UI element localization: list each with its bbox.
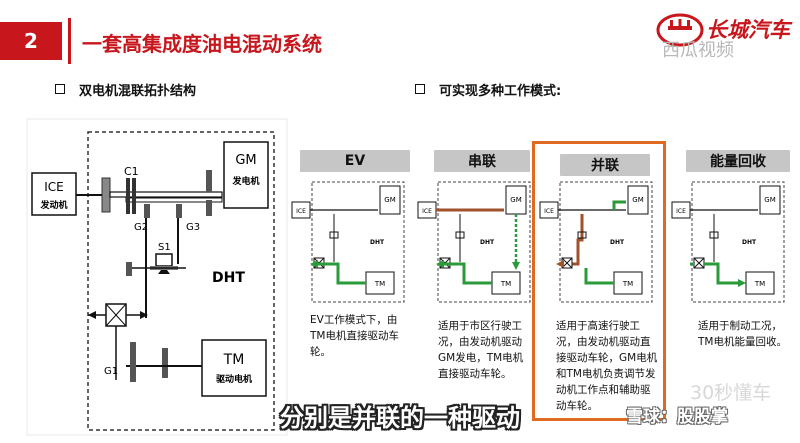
mode-parallel-desc: 适用于高速行驶工况，由发动机驱动直接驱动车轮，GM电机和TM电机负责调节发动机工… xyxy=(556,320,658,412)
square-bullet-icon xyxy=(415,84,425,94)
great-wall-logo-icon xyxy=(656,13,704,47)
gm-box xyxy=(223,141,269,209)
gm-sublabel: 发电机 xyxy=(231,175,259,187)
series-dht-label: DHT xyxy=(480,239,495,246)
mode-ev: EV xyxy=(290,150,420,172)
title-divider xyxy=(68,18,71,64)
mode-ev-diagram: ICE GM TM DHT xyxy=(291,181,405,303)
c1-label: C1 xyxy=(124,165,139,178)
mode-ev-label: EV xyxy=(300,150,410,172)
mode-regen-desc: 适用于制动工况，TM电机能量回收。 xyxy=(698,320,787,348)
dht-boundary xyxy=(87,131,275,431)
ice-label: ICE xyxy=(44,180,64,194)
tm-sublabel: 驱动电机 xyxy=(216,373,252,385)
s1-label: S1 xyxy=(158,242,171,253)
highlight-frame-parallel xyxy=(532,141,666,421)
topology-diagram: ICE 发动机 GM 发电机 TM 驱动电机 C1 G2 G3 S1 DHT G… xyxy=(26,118,288,436)
watermark-corner: 30秒懂车 xyxy=(690,382,772,404)
mode-regen: 能量回收 xyxy=(686,150,790,172)
parallel-tm-label: TM xyxy=(622,280,633,288)
tm-box xyxy=(201,339,267,397)
regen-ice-label: ICE xyxy=(676,208,686,215)
g2-label: G2 xyxy=(134,222,148,233)
mode-parallel: 并联 xyxy=(560,154,650,176)
square-bullet-icon xyxy=(55,84,65,94)
series-gm-label: GM xyxy=(510,196,521,204)
right-subtitle: 可实现多种工作模式: xyxy=(415,80,561,99)
video-subtitle: 分别是并联的一种驱动 xyxy=(280,404,520,432)
series-tm-label: TM xyxy=(500,280,511,288)
gm-label: GM xyxy=(235,153,256,168)
g3-label: G3 xyxy=(186,222,200,233)
mode-regen-diagram: ICE GM TM DHT xyxy=(671,181,785,303)
brand-name: 长城汽车 xyxy=(706,18,790,42)
dht-label: DHT xyxy=(212,270,245,286)
mode-parallel-diagram: ICE GM TM DHT xyxy=(539,181,653,303)
ev-gm-label: GM xyxy=(384,196,395,204)
left-subtitle: 双电机混联拓扑结构 xyxy=(55,80,196,99)
mode-series-desc: 适用于市区行驶工况，由发动机驱动GM发电，TM电机直接驱动车轮。 xyxy=(438,320,524,380)
mode-regen-label: 能量回收 xyxy=(686,150,790,172)
mode-ev-desc: EV工作模式下，由TM电机直接驱动车轮。 xyxy=(310,314,399,358)
watermark-bottom: 雪球：股股掌 xyxy=(626,407,728,427)
ev-tm-label: TM xyxy=(374,280,385,288)
mode-series: 串联 xyxy=(434,150,530,172)
mode-parallel-label: 并联 xyxy=(560,154,650,176)
series-ice-label: ICE xyxy=(422,208,432,215)
parallel-ice-label: ICE xyxy=(544,208,554,215)
ev-dht-label: DHT xyxy=(370,239,385,246)
g1-label: G1 xyxy=(104,366,118,377)
mode-series-label: 串联 xyxy=(434,150,530,172)
slide-title: 一套高集成度油电混动系统 xyxy=(82,32,322,56)
watermark-top: 西瓜视频 xyxy=(662,40,734,61)
slide-number: 2 xyxy=(0,22,62,60)
ev-ice-label: ICE xyxy=(296,208,306,215)
right-subtitle-text: 可实现多种工作模式: xyxy=(439,84,562,99)
left-subtitle-text: 双电机混联拓扑结构 xyxy=(79,84,197,99)
mode-series-diagram: ICE GM TM DHT xyxy=(417,181,531,303)
tm-label: TM xyxy=(223,352,245,368)
parallel-dht-label: DHT xyxy=(610,239,625,246)
regen-dht-label: DHT xyxy=(742,239,757,246)
damper xyxy=(101,177,111,213)
ice-sublabel: 发动机 xyxy=(39,199,67,211)
brand-logo xyxy=(640,6,800,56)
regen-gm-label: GM xyxy=(764,196,775,204)
ice-box xyxy=(31,172,77,216)
parallel-gm-label: GM xyxy=(632,196,643,204)
regen-tm-label: TM xyxy=(754,280,765,288)
